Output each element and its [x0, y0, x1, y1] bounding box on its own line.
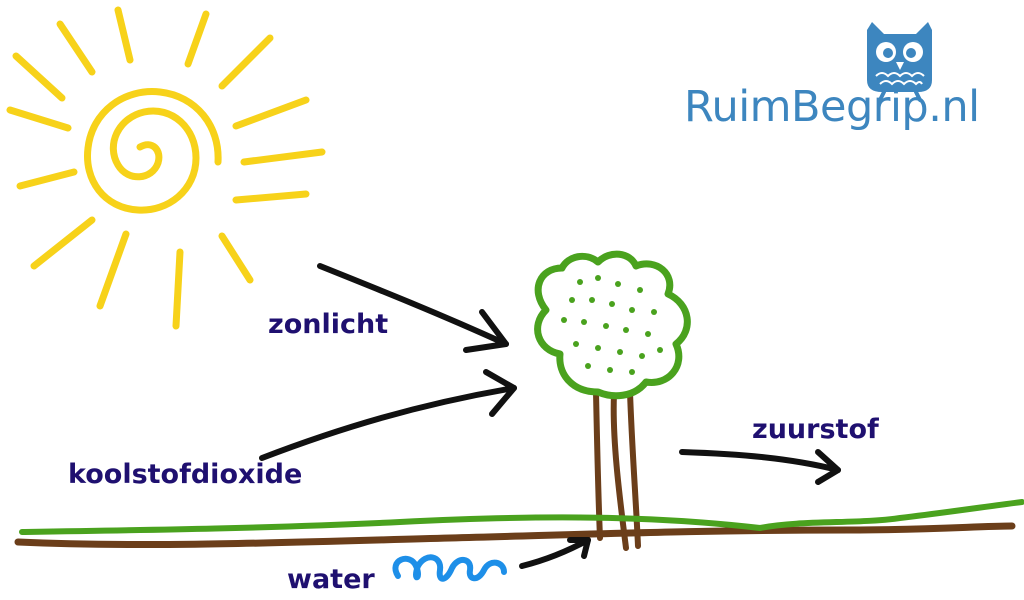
water-arrow — [519, 537, 591, 569]
sun-icon — [6, 6, 326, 330]
sunlight-arrow — [317, 263, 509, 353]
grass-line — [19, 499, 1024, 535]
water-label: water — [287, 564, 375, 595]
sun-rays — [6, 6, 326, 330]
oxygen-label: zuurstof — [752, 414, 879, 445]
tree-leaf-dots — [561, 275, 663, 375]
sun-spiral — [84, 88, 222, 214]
owl-logo-icon — [867, 22, 932, 102]
tree-canopy — [534, 250, 691, 400]
sunlight-label: zonlicht — [268, 309, 389, 340]
soil-line — [14, 522, 1016, 549]
carbon-dioxide-label: koolstofdioxide — [68, 459, 303, 490]
water-wave-icon — [392, 554, 507, 582]
oxygen-arrow — [679, 449, 841, 485]
tree-trunk — [593, 389, 641, 551]
tree-icon — [534, 250, 691, 551]
carbon-dioxide-arrow — [259, 369, 517, 461]
brand-wordmark: RuimBegrip.nl — [684, 82, 980, 132]
